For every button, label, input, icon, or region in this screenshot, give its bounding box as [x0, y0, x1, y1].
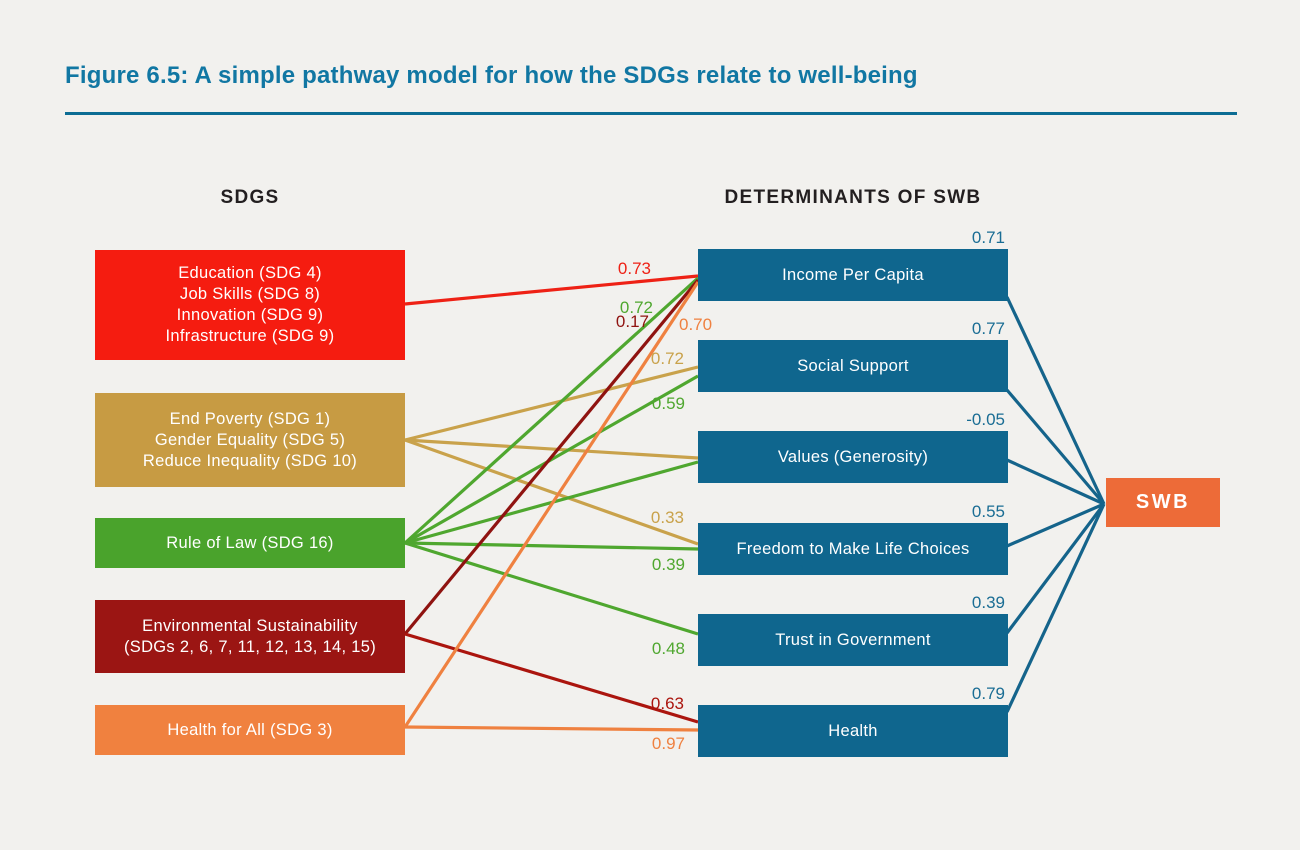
det-coef-freedom: 0.55	[971, 502, 1005, 521]
edge-poverty-freedom	[404, 438, 699, 546]
sdg-node-label-line: Infrastructure (SDG 9)	[165, 327, 335, 345]
sdg-node-health_sdg: Health for All (SDG 3)	[95, 705, 405, 755]
column-header-sdgs: SDGS	[220, 187, 280, 208]
det-node-health: Health	[698, 705, 1008, 757]
sdg-node-environment: Environmental Sustainability (SDGs 2, 6, …	[95, 600, 405, 673]
edge-environment-income	[403, 278, 700, 636]
edge-ruleoflaw-trust	[404, 541, 699, 636]
edge-social-swb	[1005, 388, 1106, 506]
edge-health_sdg-health	[404, 725, 699, 732]
edge-environment-health	[404, 632, 699, 724]
edge-values-swb	[1006, 458, 1105, 506]
swb-label: SWB	[1135, 491, 1191, 513]
edge-coef-environment-health: 0.63	[650, 694, 684, 713]
edge-coef-ruleoflaw-income: 0.72	[619, 298, 653, 317]
swb-node: SWB	[1106, 478, 1220, 527]
edge-poverty-values	[404, 438, 699, 460]
sdg-node-ruleoflaw: Rule of Law (SDG 16)	[95, 518, 405, 568]
title-rule	[65, 112, 1237, 115]
det-node-values: Values (Generosity)	[698, 431, 1008, 483]
edge-education-income	[404, 274, 699, 306]
det-node-label: Income Per Capita	[782, 265, 924, 284]
det-coef-trust: 0.39	[971, 593, 1005, 612]
edge-health_sdg-income	[403, 281, 700, 728]
edge-coef-environment-income: 0.17	[615, 312, 649, 331]
det-coef-income: 0.71	[971, 228, 1005, 247]
sdg-node-label-line: Health for All (SDG 3)	[167, 720, 333, 739]
det-node-freedom: Freedom to Make Life Choices	[698, 523, 1008, 575]
det-node-trust: Trust in Government	[698, 614, 1008, 666]
det-coef-social: 0.77	[971, 319, 1005, 338]
edge-health-swb	[1005, 503, 1106, 713]
det-node-label: Freedom to Make Life Choices	[736, 539, 970, 558]
det-coef-health: 0.79	[971, 684, 1005, 703]
edge-coef-education-income: 0.73	[617, 259, 651, 278]
det-node-label: Trust in Government	[775, 630, 931, 649]
det-coef-values: -0.05	[966, 410, 1005, 429]
sdg-node-poverty: End Poverty (SDG 1) Gender Equality (SDG …	[95, 393, 405, 487]
edge-poverty-social	[404, 365, 699, 442]
sdg-node-label-line: End Poverty (SDG 1)	[169, 409, 331, 428]
sdg-node-label-line: Innovation (SDG 9)	[176, 306, 324, 324]
edge-ruleoflaw-freedom	[404, 541, 699, 551]
sdg-node-label-line: (SDGs 2, 6, 7, 11, 12, 13, 14, 15)	[123, 637, 377, 656]
figure-title: Figure 6.5: A simple pathway model for h…	[65, 62, 918, 89]
sdg-node-label-line: Gender Equality (SDG 5)	[154, 430, 346, 449]
edge-coef-ruleoflaw-freedom: 0.39	[651, 555, 685, 574]
edge-coef-health_sdg-health: 0.97	[651, 734, 685, 753]
sdg-node-label-line: Rule of Law (SDG 16)	[166, 533, 334, 552]
sdg-node-label-line: Reduce Inequality (SDG 10)	[142, 451, 358, 470]
edge-coef-health_sdg-income: 0.70	[679, 315, 713, 334]
edge-trust-swb	[1005, 503, 1106, 634]
edge-coef-ruleoflaw-trust: 0.48	[651, 639, 685, 658]
edge-freedom-swb	[1006, 502, 1105, 548]
edge-coef-poverty-social: 0.72	[650, 349, 684, 368]
edge-coef-poverty-freedom: 0.33	[650, 508, 684, 527]
det-node-label: Values (Generosity)	[777, 447, 929, 466]
det-node-income: Income Per Capita	[698, 249, 1008, 301]
edge-ruleoflaw-income	[403, 276, 700, 545]
sdg-node-education: Education (SDG 4) Job Skills (SDG 8) Innov…	[95, 250, 405, 360]
det-node-social: Social Support	[698, 340, 1008, 392]
edge-coef-ruleoflaw-social: 0.59	[651, 394, 685, 413]
det-node-label: Social Support	[797, 356, 909, 375]
sdg-node-label-line: Education (SDG 4)	[178, 264, 322, 282]
column-header-determinants: DETERMINANTS OF SWB	[724, 187, 982, 208]
sdg-node-label-line: Job Skills (SDG 8)	[179, 285, 321, 303]
det-node-label: Health	[828, 721, 878, 740]
sdg-node-label-line: Environmental Sustainability	[142, 616, 358, 635]
edge-income-swb	[1005, 296, 1106, 505]
